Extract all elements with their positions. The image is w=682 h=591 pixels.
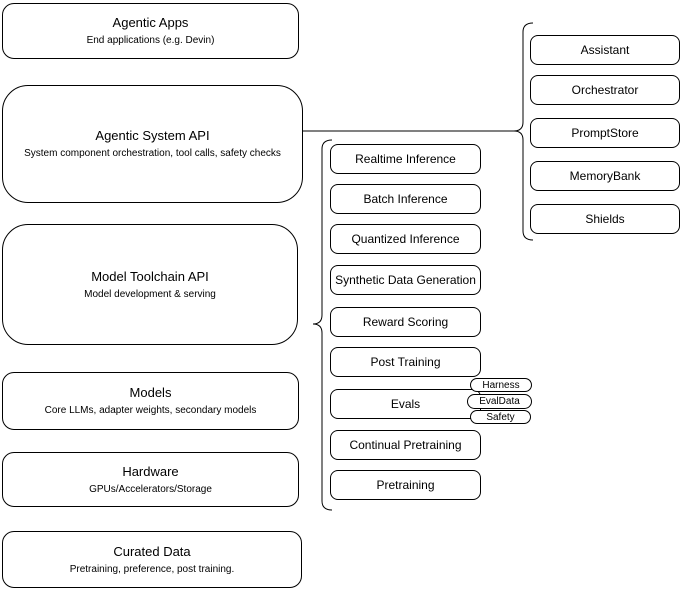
node-model-toolchain-api: Model Toolchain API Model development & … (2, 224, 298, 345)
node-continual-pretraining: Continual Pretraining (330, 430, 481, 460)
node-label: Reward Scoring (362, 315, 449, 329)
node-label: Evals (390, 397, 421, 411)
system-components-brace (513, 22, 534, 241)
node-subtitle: Pretraining, preference, post training. (69, 563, 235, 575)
node-agentic-apps: Agentic Apps End applications (e.g. Devi… (2, 3, 299, 59)
node-title: Model Toolchain API (91, 268, 209, 284)
node-agentic-system-api: Agentic System API System component orch… (2, 85, 303, 203)
node-label: Post Training (370, 355, 441, 369)
toolchain-components-brace (312, 139, 333, 511)
node-label: Continual Pretraining (349, 438, 462, 452)
node-evals: Evals (330, 389, 481, 419)
node-label: PromptStore (571, 126, 639, 140)
node-subtitle: Model development & serving (84, 288, 216, 300)
node-reward-scoring: Reward Scoring (330, 307, 481, 337)
node-label: Realtime Inference (355, 152, 456, 166)
node-label: Batch Inference (363, 192, 448, 206)
node-hardware: Hardware GPUs/Accelerators/Storage (2, 452, 299, 507)
node-title: Models (129, 385, 172, 400)
node-memorybank: MemoryBank (530, 161, 680, 191)
node-batch-inference: Batch Inference (330, 184, 481, 214)
node-assistant: Assistant (530, 35, 680, 65)
node-realtime-inference: Realtime Inference (330, 144, 481, 174)
node-evals-harness-tag: Harness (470, 378, 532, 392)
node-curated-data: Curated Data Pretraining, preference, po… (2, 531, 302, 588)
node-models: Models Core LLMs, adapter weights, secon… (2, 372, 299, 430)
tag-label: Harness (482, 379, 520, 391)
node-evals-evaldata-tag: EvalData (467, 394, 532, 409)
node-pretraining: Pretraining (330, 470, 481, 500)
node-subtitle: GPUs/Accelerators/Storage (89, 483, 212, 495)
node-label: Pretraining (376, 478, 435, 492)
node-quantized-inference: Quantized Inference (330, 224, 481, 254)
node-label: Synthetic Data Generation (335, 273, 476, 287)
node-synthetic-data-generation: Synthetic Data Generation (330, 265, 481, 295)
node-label: MemoryBank (569, 169, 641, 183)
node-post-training: Post Training (330, 347, 481, 377)
node-label: Shields (585, 212, 625, 226)
node-title: Agentic System API (95, 128, 210, 143)
node-title: Agentic Apps (112, 15, 189, 30)
tag-label: EvalData (479, 396, 520, 407)
node-subtitle: Core LLMs, adapter weights, secondary mo… (44, 405, 257, 416)
node-promptstore: PromptStore (530, 118, 680, 148)
node-evals-safety-tag: Safety (470, 410, 531, 424)
node-label: Orchestrator (571, 83, 639, 97)
node-subtitle: End applications (e.g. Devin) (86, 35, 215, 46)
tag-label: Safety (486, 411, 515, 423)
node-title: Hardware (122, 463, 179, 479)
node-title: Curated Data (113, 543, 191, 559)
node-label: Assistant (580, 43, 630, 57)
node-shields: Shields (530, 204, 680, 234)
node-subtitle: System component orchestration, tool cal… (24, 148, 281, 159)
node-label: Quantized Inference (351, 232, 460, 246)
node-orchestrator: Orchestrator (530, 75, 680, 105)
